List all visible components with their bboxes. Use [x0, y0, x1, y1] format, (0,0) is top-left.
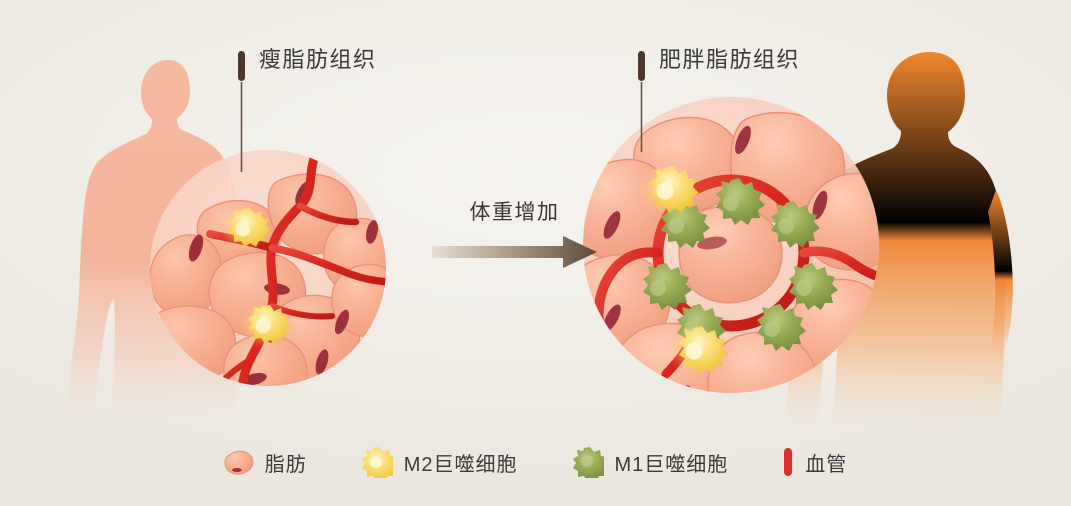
blood-vessel-bar-icon [782, 446, 794, 478]
m2-macrophage [221, 207, 271, 251]
callout-marker-bar-icon [238, 51, 245, 81]
legend-label-adipocyte: 脂肪 [264, 453, 307, 476]
callout-lean-tissue: 瘦脂肪组织 [238, 47, 377, 81]
callout-label-lean: 瘦脂肪组织 [259, 47, 377, 72]
right-arrow-icon [432, 236, 597, 268]
obese-adipose-tissue-panel [583, 97, 879, 393]
m2-macrophage [668, 324, 728, 376]
lean-adipose-tissue-panel [150, 150, 386, 386]
adipocyte-blob-icon [224, 449, 254, 475]
legend-item-adipocyte: 脂肪 [224, 448, 307, 477]
legend-item-m2-macrophage: M2巨噬细胞 [361, 446, 518, 481]
callout-label-obese: 肥胖脂肪组织 [659, 47, 801, 72]
m2-macrophage [241, 304, 291, 348]
legend-item-m1-macrophage: M1巨噬细胞 [572, 446, 729, 481]
callout-obese-tissue: 肥胖脂肪组织 [638, 47, 801, 81]
m2-macrophage [639, 164, 699, 216]
m1-macrophage [757, 304, 806, 351]
legend-item-blood-vessel: 血管 [782, 446, 847, 478]
callout-marker-bar-icon [638, 51, 645, 81]
weight-gain-transition: 体重增加 [432, 196, 597, 274]
m1-macrophage-icon [572, 446, 609, 481]
legend: 脂肪 M2巨噬细胞 [0, 446, 1071, 481]
m2-macrophage-icon [361, 446, 398, 481]
m1-macrophage [771, 201, 820, 248]
m1-macrophage [789, 263, 838, 310]
m1-macrophage [716, 178, 765, 225]
transition-label: 体重增加 [469, 201, 560, 224]
m1-macrophage [643, 263, 692, 310]
legend-label-m1-macrophage: M1巨噬细胞 [614, 453, 729, 476]
legend-label-blood-vessel: 血管 [805, 453, 848, 476]
legend-label-m2-macrophage: M2巨噬细胞 [403, 453, 518, 476]
